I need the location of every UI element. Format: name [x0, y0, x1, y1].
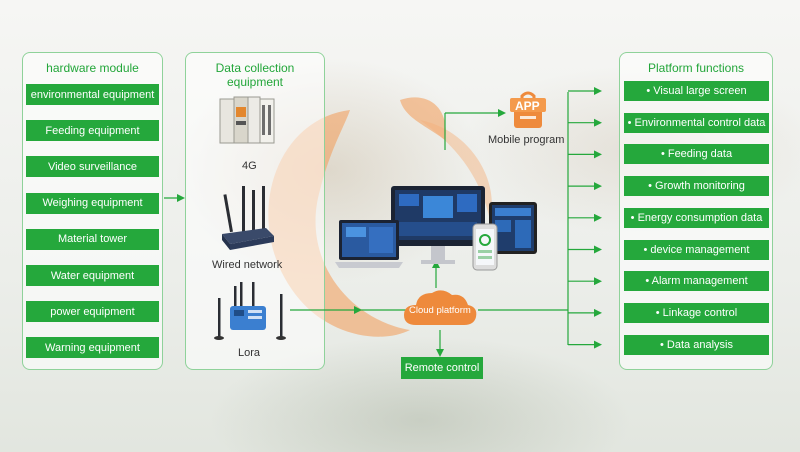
hardware-item: Warning equipment	[26, 337, 159, 359]
remote-control-box: Remote control	[401, 357, 483, 379]
platform-function-item: • Energy consumption data	[624, 207, 769, 228]
platform-function-item: • Feeding data	[624, 144, 769, 165]
device-label-lora: Lora	[238, 347, 261, 359]
lora-gateway-icon	[214, 282, 286, 340]
platform-function-item: • Alarm management	[624, 271, 769, 292]
platform-function-item: • Data analysis	[624, 334, 769, 355]
device-label-4g: 4G	[242, 160, 257, 172]
cloud-icon	[404, 290, 477, 325]
cloud-platform-label: Cloud platform	[409, 305, 471, 316]
platform-function-item: • Growth monitoring	[624, 176, 769, 197]
platform-function-item: • Environmental control data	[624, 112, 769, 133]
screens-illustration	[335, 186, 537, 271]
app-badge: APP	[515, 99, 540, 113]
platform-function-item: • Linkage control	[624, 302, 769, 323]
mobile-program-label: Mobile program	[488, 134, 565, 146]
hardware-module-title: hardware module	[46, 61, 139, 75]
plc-module-icon	[219, 96, 275, 144]
device-label-wired-network: Wired network	[212, 259, 283, 271]
data-collection-title: Data collection equipment	[215, 61, 295, 89]
app-icon	[510, 91, 546, 128]
hardware-item: Feeding equipment	[26, 120, 159, 142]
platform-functions-title: Platform functions	[647, 61, 745, 75]
hardware-item: power equipment	[26, 301, 159, 323]
platform-function-item: • device management	[624, 239, 769, 260]
hardware-item: environmental equipment	[26, 84, 159, 105]
hardware-item: Material tower	[26, 228, 159, 250]
hardware-item: Water equipment	[26, 265, 159, 286]
hardware-item: Video surveillance	[26, 156, 159, 178]
hardware-item: Weighing equipment	[26, 192, 159, 214]
platform-function-item: • Visual large screen	[624, 81, 769, 101]
router-icon	[222, 186, 274, 250]
